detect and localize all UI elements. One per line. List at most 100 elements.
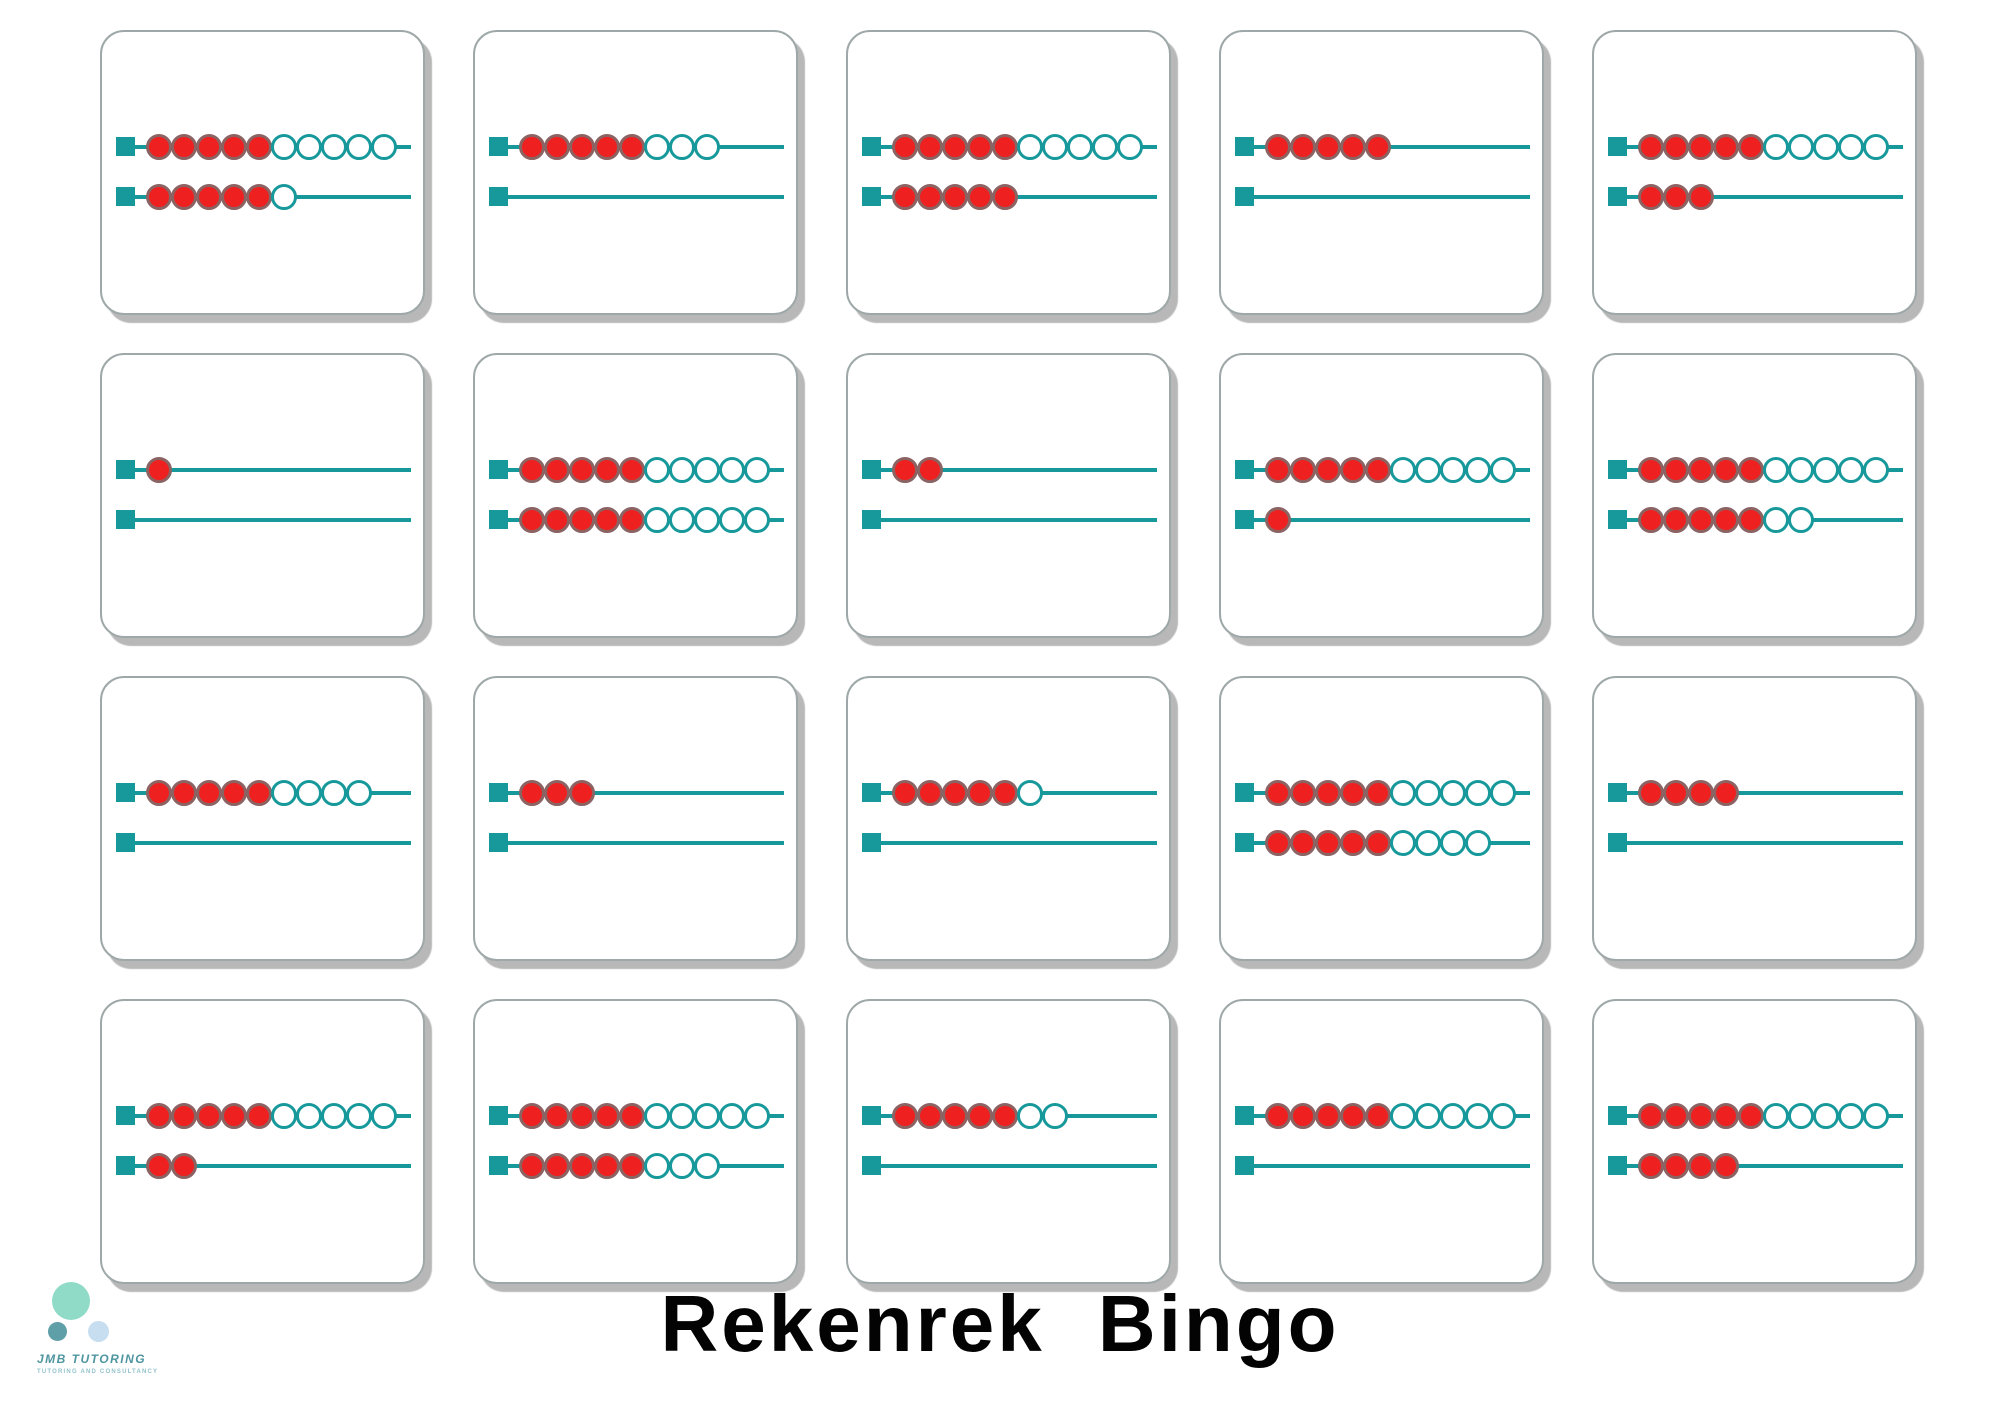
white-bead — [1788, 1103, 1814, 1129]
rod-wire — [864, 1164, 1157, 1168]
white-bead — [644, 507, 670, 533]
rod-anchor-square — [1608, 833, 1627, 852]
rod-wire — [1610, 791, 1903, 795]
bingo-card — [473, 999, 798, 1284]
white-bead — [271, 1103, 297, 1129]
rod-wire — [864, 841, 1157, 845]
bingo-card — [846, 30, 1171, 315]
white-bead — [744, 1103, 770, 1129]
red-bead — [146, 780, 172, 806]
red-bead — [221, 780, 247, 806]
red-bead — [917, 1103, 943, 1129]
white-bead — [1763, 1103, 1789, 1129]
red-bead — [146, 457, 172, 483]
white-bead — [1863, 1103, 1889, 1129]
bingo-card — [1592, 676, 1917, 961]
rod-anchor-square — [489, 510, 508, 529]
white-bead — [744, 457, 770, 483]
rod-anchor-square — [1608, 1106, 1627, 1125]
red-bead — [1638, 184, 1664, 210]
rod-anchor-square — [1235, 137, 1254, 156]
red-bead — [1638, 457, 1664, 483]
rod-anchor-square — [489, 137, 508, 156]
rod-anchor-square — [489, 783, 508, 802]
rod-wire — [1237, 1164, 1530, 1168]
white-bead — [321, 134, 347, 160]
red-bead — [594, 134, 620, 160]
bingo-card — [100, 353, 425, 638]
white-bead — [1117, 134, 1143, 160]
rod-anchor-square — [862, 510, 881, 529]
red-bead — [1340, 830, 1366, 856]
white-bead — [644, 1153, 670, 1179]
red-bead — [569, 507, 595, 533]
red-bead — [196, 134, 222, 160]
rod-wire — [864, 518, 1157, 522]
white-bead — [1490, 780, 1516, 806]
rod-anchor-square — [862, 460, 881, 479]
white-bead — [1813, 134, 1839, 160]
white-bead — [296, 1103, 322, 1129]
red-bead — [594, 1153, 620, 1179]
white-bead — [719, 507, 745, 533]
white-bead — [694, 1153, 720, 1179]
white-bead — [1017, 1103, 1043, 1129]
red-bead — [619, 1153, 645, 1179]
red-bead — [594, 457, 620, 483]
white-bead — [1465, 457, 1491, 483]
red-bead — [917, 134, 943, 160]
red-bead — [917, 184, 943, 210]
red-bead — [942, 1103, 968, 1129]
white-bead — [1465, 1103, 1491, 1129]
red-bead — [544, 1103, 570, 1129]
white-bead — [1465, 780, 1491, 806]
red-bead — [992, 134, 1018, 160]
red-bead — [1340, 780, 1366, 806]
red-bead — [1713, 457, 1739, 483]
red-bead — [1688, 1103, 1714, 1129]
logo: JMB TUTORING TUTORING AND CONSULTANCY — [30, 1278, 210, 1408]
red-bead — [221, 1103, 247, 1129]
white-bead — [1390, 1103, 1416, 1129]
red-bead — [544, 507, 570, 533]
white-bead — [1838, 457, 1864, 483]
red-bead — [1663, 1103, 1689, 1129]
rod-wire — [491, 841, 784, 845]
red-bead — [146, 1153, 172, 1179]
white-bead — [1415, 780, 1441, 806]
bingo-card — [846, 353, 1171, 638]
logo-circle-mint — [52, 1282, 90, 1320]
red-bead — [992, 184, 1018, 210]
white-bead — [346, 134, 372, 160]
red-bead — [569, 780, 595, 806]
white-bead — [1763, 457, 1789, 483]
white-bead — [669, 457, 695, 483]
red-bead — [892, 134, 918, 160]
white-bead — [1390, 457, 1416, 483]
white-bead — [371, 1103, 397, 1129]
white-bead — [271, 780, 297, 806]
white-bead — [694, 134, 720, 160]
white-bead — [1042, 134, 1068, 160]
red-bead — [942, 780, 968, 806]
red-bead — [1663, 184, 1689, 210]
white-bead — [694, 1103, 720, 1129]
red-bead — [1315, 1103, 1341, 1129]
red-bead — [1688, 1153, 1714, 1179]
red-bead — [246, 1103, 272, 1129]
red-bead — [544, 134, 570, 160]
white-bead — [1017, 780, 1043, 806]
rod-anchor-square — [116, 783, 135, 802]
red-bead — [196, 1103, 222, 1129]
red-bead — [1365, 1103, 1391, 1129]
red-bead — [171, 134, 197, 160]
red-bead — [1265, 1103, 1291, 1129]
red-bead — [892, 184, 918, 210]
white-bead — [1813, 1103, 1839, 1129]
red-bead — [1265, 780, 1291, 806]
red-bead — [1290, 780, 1316, 806]
red-bead — [1365, 134, 1391, 160]
bingo-card — [846, 676, 1171, 961]
white-bead — [371, 134, 397, 160]
red-bead — [619, 134, 645, 160]
